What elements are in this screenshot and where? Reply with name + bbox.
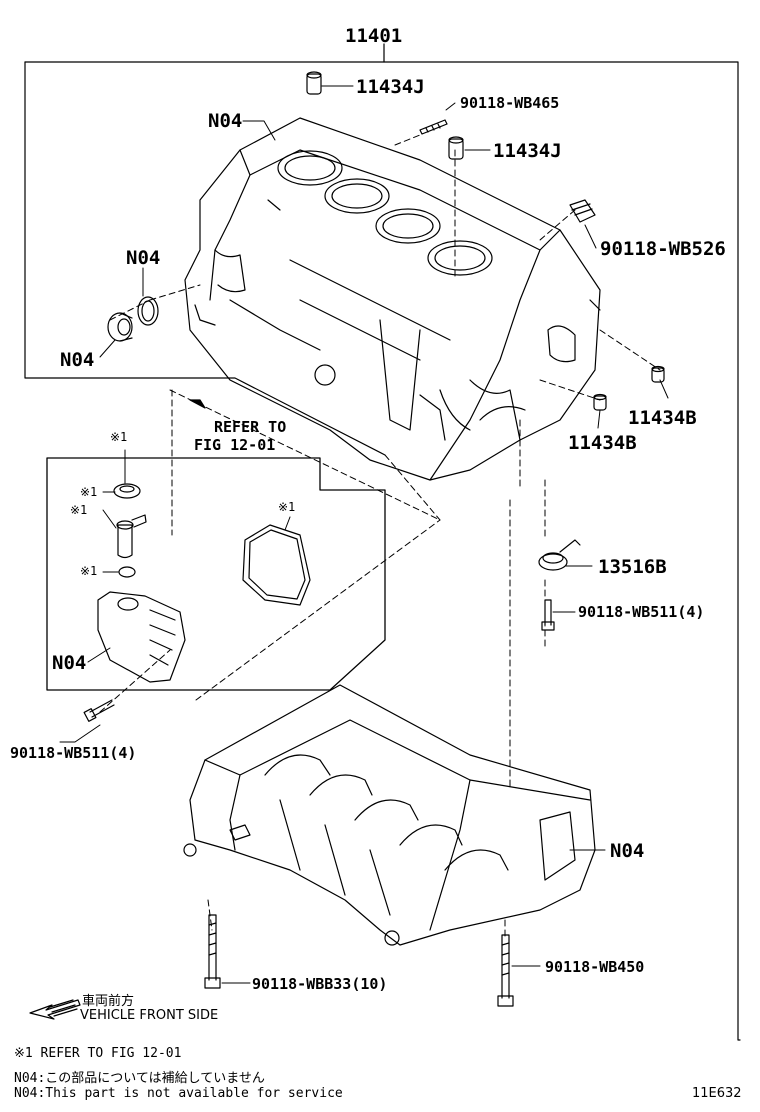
pin-right1-label: 11434B [628,407,697,429]
refer-arrow-icon [189,399,206,409]
note-jp: N04:この部品については補給していません [14,1071,265,1086]
o-ring-icon [118,566,136,578]
assembly-bracket [24,61,741,1041]
n04-block-label: N04 [208,110,243,132]
sensor-bolt-icon [541,599,555,631]
n04-lower-label: N04 [610,840,645,862]
asterisk-top-label: ※1 [110,430,128,444]
dowel-pin-mid-icon [448,136,464,160]
front-jp-label: 車両前方 [82,994,135,1009]
n04-plug-upper-label: N04 [126,247,161,269]
bolt-lower-right-label: 90118-WB450 [545,958,645,976]
front-en-label: VEHICLE FRONT SIDE [80,1008,219,1023]
asterisk-fitting-label: ※1 [70,503,88,517]
n04-plug-lower-label: N04 [60,349,95,371]
gasket-icon [242,524,311,606]
assembly-label: 11401 [345,25,403,47]
asterisk-oring-label: ※1 [80,564,98,578]
lower-bolt-right-icon [497,934,514,1007]
sub-assembly-frame [46,457,386,691]
bolt-left-icon [83,699,115,722]
housing-icon [97,591,186,683]
n04-housing-label: N04 [52,652,87,674]
knock-sensor-icon [538,539,581,571]
note-refer: ※1 REFER TO FIG 12-01 [14,1046,182,1061]
stud-right-label: 90118-WB526 [600,238,726,260]
dowel-pin-right2-icon [593,393,607,411]
bolt-sensor-label: 90118-WB511(4) [578,603,705,621]
cap-icon [113,483,141,499]
refer-line1-label: REFER TO [214,418,287,436]
dowel-pin-top-icon [306,71,322,95]
bedplate-bolt-icon [204,914,221,989]
bolt-bedplate-label: 90118-WBB33(10) [252,975,388,993]
stud-bolt-top-icon [419,119,448,135]
fitting-icon [116,514,147,559]
asterisk-gasket-label: ※1 [278,500,296,514]
dowel-pin-right1-icon [651,365,665,383]
cylinder-block-upper [184,117,601,481]
plug-icon [107,312,133,342]
refer-line2-label: FIG 12-01 [194,436,276,454]
front-arrow-icon [29,999,81,1020]
asterisk-cap-label: ※1 [80,485,98,499]
stud-bolt-right-icon [569,199,596,223]
pin-top-label: 11434J [356,76,425,98]
bedplate-lower [183,684,596,946]
sensor-label: 13516B [598,556,667,578]
bolt-left-label: 90118-WB511(4) [10,744,137,762]
note-en: N04:This part is not available for servi… [14,1086,343,1101]
gasket-ring-icon [137,296,159,326]
stud-top-label: 90118-WB465 [460,94,560,112]
figure-code: 11E632 [692,1086,742,1101]
pin-mid-label: 11434J [493,140,562,162]
pin-right2-label: 11434B [568,432,637,454]
